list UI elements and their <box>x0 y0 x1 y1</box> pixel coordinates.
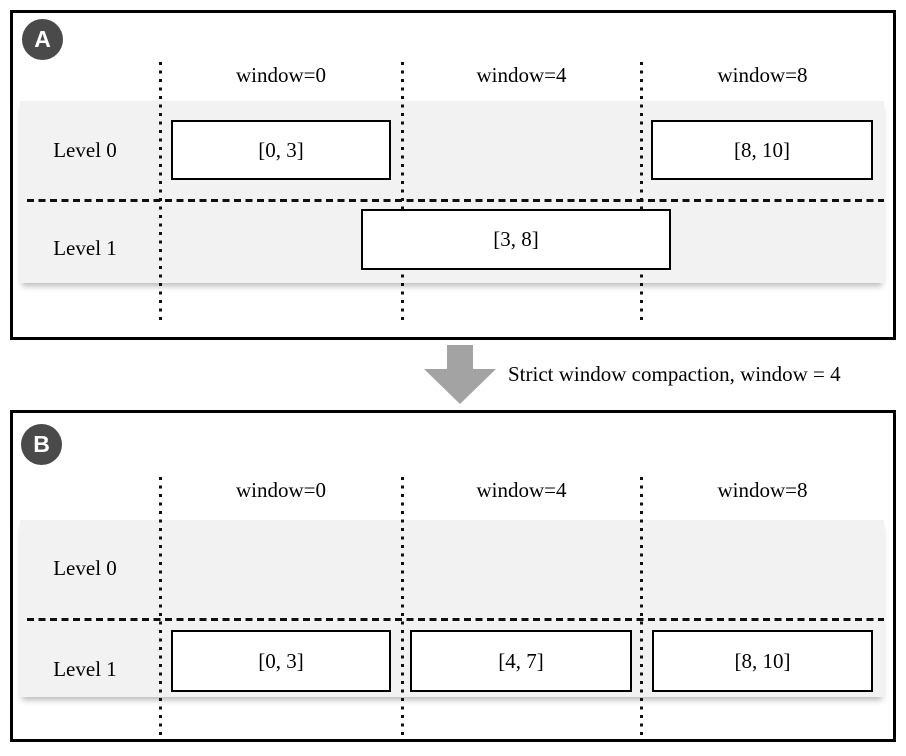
down-arrow-shaft <box>447 345 473 370</box>
panel-a-interval-box-level1-span: [3, 8] <box>361 209 671 270</box>
panel-b-dotted-separator-3 <box>640 477 643 737</box>
panel-a-badge: A <box>22 19 63 60</box>
panel-a-interval-box-level0-window0: [0, 3] <box>171 120 391 180</box>
transition-label: Strict window compaction, window = 4 <box>508 362 841 386</box>
panel-b: B window=0 window=4 window=8 Level 0 Lev… <box>10 410 896 742</box>
panel-a-dotted-separator-2 <box>401 62 404 322</box>
panel-b-row-label-level1: Level 1 <box>53 657 117 681</box>
panel-b-interval-box-level1-window8: [8, 10] <box>652 630 873 692</box>
panel-b-row-label-level0: Level 0 <box>53 556 117 580</box>
panel-b-column-header-window4: window=4 <box>476 478 567 502</box>
panel-a-level-divider <box>27 199 884 202</box>
panel-a-badge-label: A <box>34 26 51 52</box>
panel-b-level-divider <box>27 618 884 621</box>
panel-a-dotted-separator-1 <box>159 62 162 322</box>
panel-a: A window=0 window=4 window=8 Level 0 Lev… <box>10 10 896 340</box>
panel-a-row-label-level1: Level 1 <box>53 236 117 260</box>
panel-b-badge: B <box>21 424 62 465</box>
panel-a-column-header-window4: window=4 <box>476 63 567 87</box>
panel-a-row-label-level0: Level 0 <box>53 138 117 162</box>
panel-a-column-header-window8: window=8 <box>717 63 808 87</box>
panel-b-interval-box-level1-window0: [0, 3] <box>171 630 391 692</box>
panel-a-interval-box-level0-window8: [8, 10] <box>651 120 873 180</box>
down-arrow-head <box>424 369 496 404</box>
panel-b-interval-box-level1-window4: [4, 7] <box>410 630 632 692</box>
panel-b-column-header-window8: window=8 <box>717 478 808 502</box>
panel-b-dotted-separator-2 <box>401 477 404 737</box>
panel-b-dotted-separator-1 <box>159 477 162 737</box>
panel-b-column-header-window0: window=0 <box>235 478 326 502</box>
panel-a-column-header-window0: window=0 <box>235 63 326 87</box>
panel-b-badge-label: B <box>33 431 50 457</box>
panel-a-dotted-separator-3 <box>640 62 643 322</box>
